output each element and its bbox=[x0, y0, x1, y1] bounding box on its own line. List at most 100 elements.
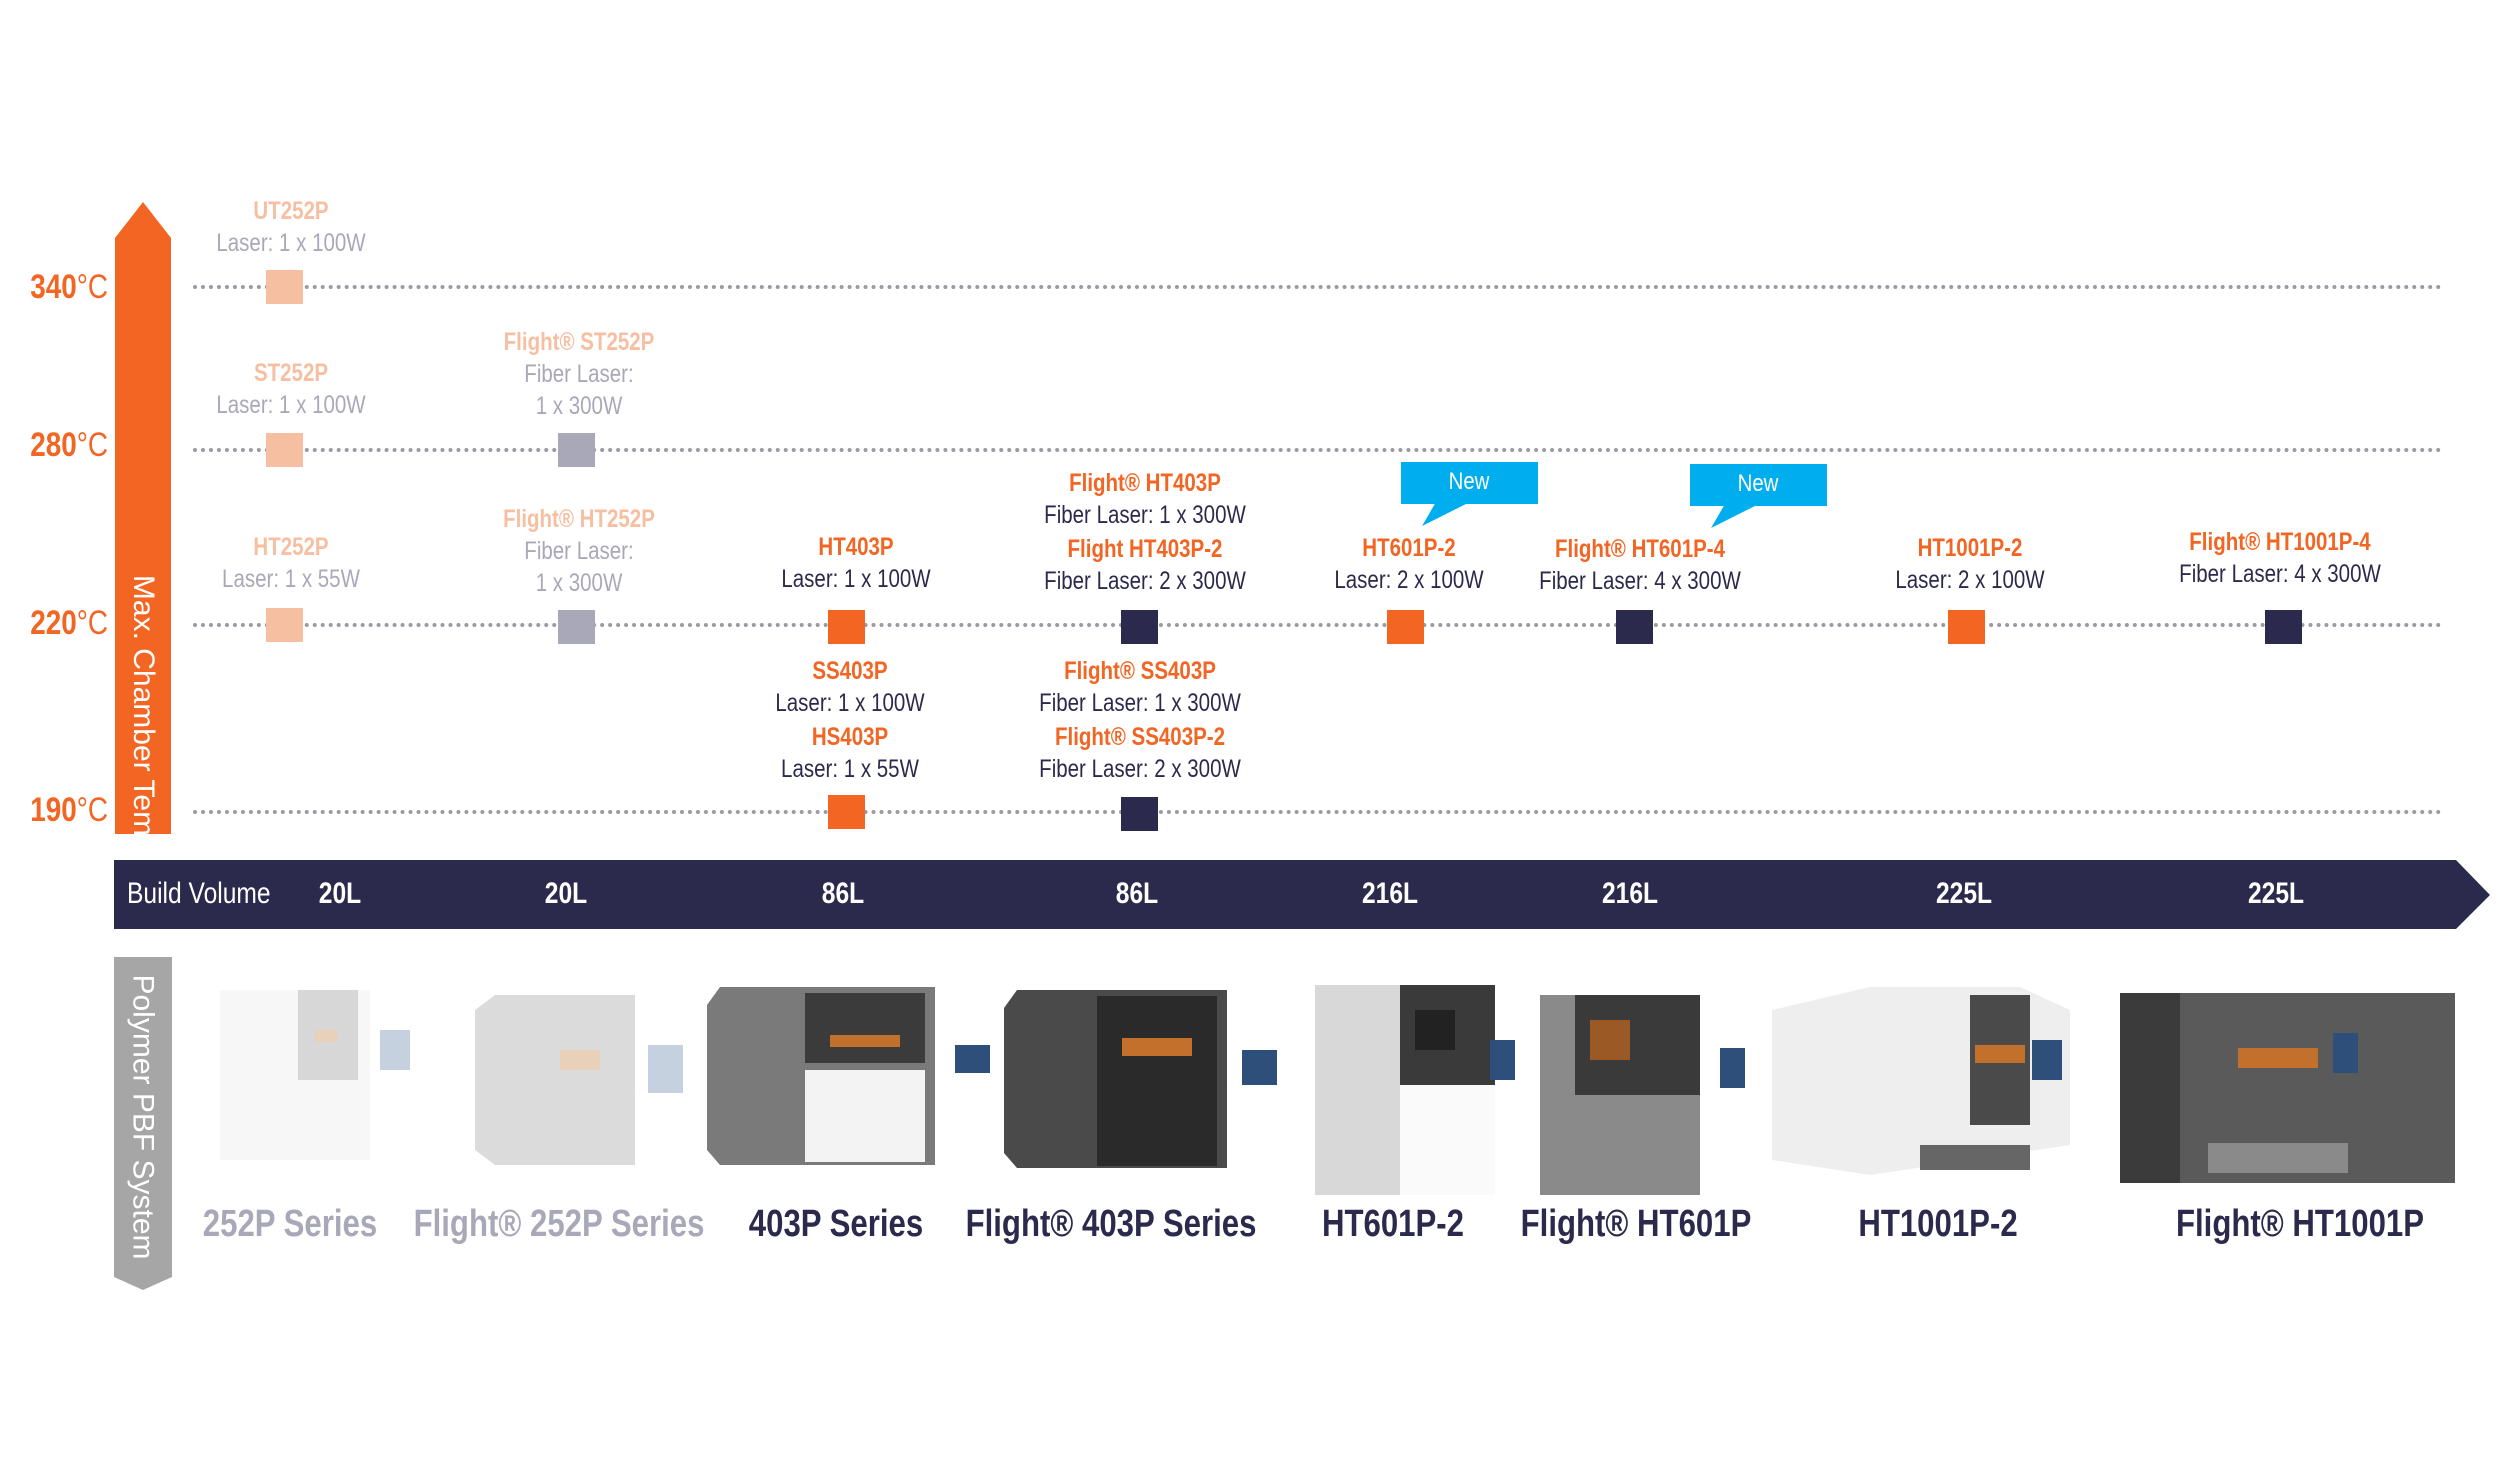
temp-label-220: 220°C bbox=[30, 604, 108, 642]
temp-label-280: 280°C bbox=[30, 426, 108, 464]
build-volume-value: 20L bbox=[318, 877, 362, 910]
polymer-pbf-system-bar bbox=[114, 957, 172, 1290]
series-label: Flight® 252P Series bbox=[413, 1203, 705, 1245]
model-ht403p: HT403P Laser: 1 x 100W bbox=[646, 531, 1066, 595]
build-volume-value: 86L bbox=[1115, 877, 1159, 910]
model-spec: Laser: 1 x 100W bbox=[216, 391, 366, 419]
machine-image-ht601p-2 bbox=[1315, 985, 1515, 1195]
marker-st252p bbox=[266, 433, 303, 467]
build-volume-value: 225L bbox=[2247, 877, 2305, 910]
series-label: Flight® 403P Series bbox=[965, 1203, 1257, 1245]
marker-flight-ht403p bbox=[1121, 610, 1158, 644]
model-spec: Laser: 2 x 100W bbox=[1334, 566, 1484, 594]
new-badge-ht601p-2: New bbox=[1401, 462, 1538, 504]
model-name: HT601P-2 bbox=[1362, 534, 1456, 562]
new-badge-flight-ht601p-4: New bbox=[1690, 464, 1827, 506]
model-st252p: ST252P Laser: 1 x 100W bbox=[81, 357, 501, 421]
model-spec: Laser: 1 x 55W bbox=[781, 755, 919, 783]
build-volume-value: 86L bbox=[821, 877, 865, 910]
model-flight-ht601p-4: Flight® HT601P-4 Fiber Laser: 4 x 300W bbox=[1430, 533, 1850, 597]
model-name: Flight® HT403P bbox=[1069, 469, 1221, 497]
model-spec: Fiber Laser: 4 x 300W bbox=[2179, 560, 2381, 588]
model-spec: Laser: 1 x 55W bbox=[222, 565, 360, 593]
model-spec: Fiber Laser: 4 x 300W bbox=[1539, 567, 1741, 595]
gridline-340 bbox=[193, 285, 2443, 289]
model-name: HT403P bbox=[818, 533, 894, 561]
model-name: Flight® HT1001P-4 bbox=[2189, 528, 2371, 556]
model-flight-ht403p: Flight® HT403P Fiber Laser: 1 x 300W bbox=[935, 467, 1355, 531]
model-name: Flight HT403P-2 bbox=[1067, 535, 1223, 563]
marker-ht403p bbox=[828, 610, 865, 644]
model-name: SS403P bbox=[812, 657, 888, 685]
marker-flight-ht252p bbox=[558, 610, 595, 644]
marker-flight-st252p bbox=[558, 433, 595, 467]
marker-flight-ht1001p-4 bbox=[2265, 610, 2302, 644]
series-label: HT1001P-2 bbox=[1858, 1203, 2018, 1245]
machine-image-252p bbox=[220, 990, 410, 1160]
series-label: HT601P-2 bbox=[1321, 1203, 1465, 1245]
machine-image-flight-ht1001p bbox=[2120, 993, 2455, 1183]
machine-image-flight-403p bbox=[1004, 990, 1277, 1168]
temp-label-340: 340°C bbox=[30, 268, 108, 306]
model-name: UT252P bbox=[253, 197, 329, 225]
marker-ht1001p-2 bbox=[1948, 610, 1985, 644]
model-name: Flight® ST252P bbox=[503, 328, 655, 356]
build-volume-label: Build Volume bbox=[127, 877, 271, 910]
model-hs403p: HS403P Laser: 1 x 55W bbox=[640, 721, 1060, 785]
machine-image-flight-252p bbox=[475, 995, 683, 1165]
model-ht252p: HT252P Laser: 1 x 55W bbox=[81, 531, 501, 595]
model-flight-ss403p: Flight® SS403P Fiber Laser: 1 x 300W bbox=[930, 655, 1350, 719]
build-volume-bar bbox=[114, 860, 2490, 929]
model-name: Flight® SS403P bbox=[1064, 657, 1216, 685]
model-flight-st252p: Flight® ST252P Fiber Laser: 1 x 300W bbox=[369, 326, 789, 422]
machine-image-flight-ht601p bbox=[1540, 995, 1745, 1195]
model-spec: Laser: 1 x 100W bbox=[216, 229, 366, 257]
model-spec: Fiber Laser: bbox=[524, 537, 634, 565]
model-name: Flight® HT252P bbox=[503, 505, 655, 533]
model-spec: Fiber Laser: 1 x 300W bbox=[1044, 501, 1246, 529]
machine-image-403p bbox=[707, 987, 990, 1165]
chamber-temp-axis: Max. Chamber Temp. bbox=[112, 200, 174, 861]
model-name: HT252P bbox=[253, 533, 329, 561]
model-name: HS403P bbox=[811, 723, 889, 751]
axis-title: Max. Chamber Temp. bbox=[127, 574, 160, 862]
gridline-220 bbox=[193, 623, 2443, 627]
marker-ht252p bbox=[266, 608, 303, 642]
series-label: Flight® HT601P bbox=[1520, 1203, 1752, 1245]
build-volume-value: 225L bbox=[1935, 877, 1993, 910]
build-volume-value: 20L bbox=[544, 877, 588, 910]
model-flight-ht403p-2: Flight HT403P-2 Fiber Laser: 2 x 300W bbox=[935, 533, 1355, 597]
model-spec: Fiber Laser: bbox=[524, 360, 634, 388]
series-label: 403P Series bbox=[748, 1203, 924, 1245]
model-spec: Laser: 1 x 100W bbox=[781, 565, 931, 593]
build-volume-value: 216L bbox=[1601, 877, 1659, 910]
model-name: Flight® SS403P-2 bbox=[1054, 723, 1226, 751]
model-ht1001p-2: HT1001P-2 Laser: 2 x 100W bbox=[1760, 532, 2180, 596]
model-flight-ss403p-2: Flight® SS403P-2 Fiber Laser: 2 x 300W bbox=[930, 721, 1350, 785]
model-flight-ht252p: Flight® HT252P Fiber Laser: 1 x 300W bbox=[369, 503, 789, 599]
chamber-temp-axis-arrow bbox=[115, 202, 171, 834]
marker-flight-ss403p bbox=[1121, 797, 1158, 831]
marker-ut252p bbox=[266, 270, 303, 304]
series-label: 252P Series bbox=[202, 1203, 378, 1245]
model-ss403p: SS403P Laser: 1 x 100W bbox=[640, 655, 1060, 719]
build-volume-value: 216L bbox=[1361, 877, 1419, 910]
model-name: ST252P bbox=[253, 359, 329, 387]
model-ut252p: UT252P Laser: 1 x 100W bbox=[81, 195, 501, 259]
model-spec: Fiber Laser: 2 x 300W bbox=[1044, 567, 1246, 595]
model-flight-ht1001p-4: Flight® HT1001P-4 Fiber Laser: 4 x 300W bbox=[2070, 526, 2490, 590]
machine-image-ht1001p-2 bbox=[1772, 987, 2070, 1175]
model-name: HT1001P-2 bbox=[1917, 534, 2023, 562]
model-name: Flight® HT601P-4 bbox=[1554, 535, 1726, 563]
gridline-280 bbox=[193, 448, 2443, 452]
temp-label-190: 190°C bbox=[30, 791, 108, 829]
model-spec-2: 1 x 300W bbox=[535, 392, 623, 420]
model-spec: Laser: 2 x 100W bbox=[1895, 566, 2045, 594]
gridline-190 bbox=[193, 810, 2443, 814]
marker-flight-ht601p-4 bbox=[1616, 610, 1653, 644]
model-spec: Fiber Laser: 1 x 300W bbox=[1039, 689, 1241, 717]
marker-ss403p-hs403p bbox=[828, 795, 865, 829]
model-spec: Laser: 1 x 100W bbox=[775, 689, 925, 717]
model-ht601p-2: HT601P-2 Laser: 2 x 100W bbox=[1199, 532, 1619, 596]
marker-ht601p-2 bbox=[1387, 610, 1424, 644]
